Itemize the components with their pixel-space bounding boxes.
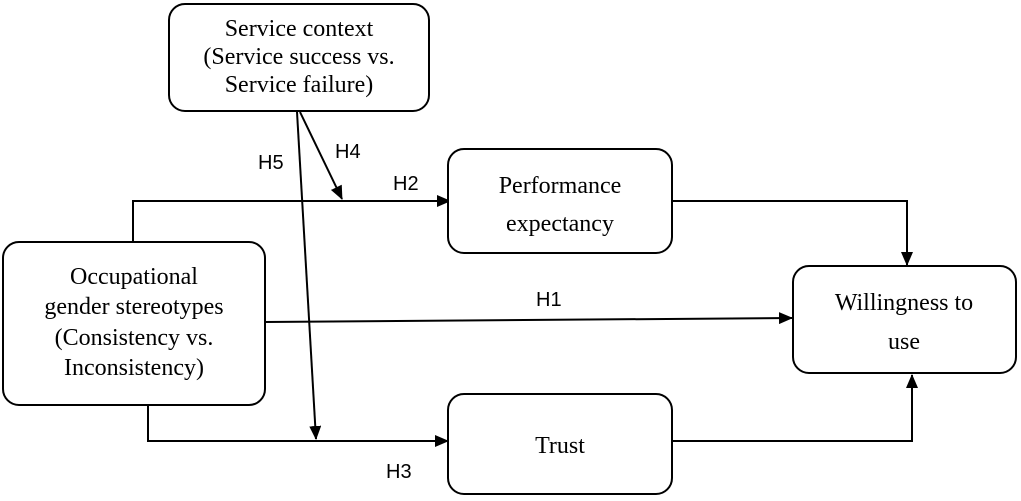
node-occupational-line-4: Inconsistency) xyxy=(64,355,204,381)
edge-trust-to-willingness xyxy=(672,374,918,442)
node-occupational-line-3: (Consistency vs. xyxy=(55,325,214,351)
edge-h3 xyxy=(147,405,449,447)
node-service-context-line-2: (Service success vs. xyxy=(203,44,394,70)
node-trust-line-1: Trust xyxy=(535,433,585,459)
node-performance-line-2: expectancy xyxy=(506,211,614,237)
edge-performance-to-willingness xyxy=(672,200,913,266)
edge-label-h5: H5 xyxy=(258,152,284,174)
edge-label-h1: H1 xyxy=(536,289,562,311)
edge-h4 xyxy=(299,111,343,200)
node-occupational-gender-stereotypes: Occupational gender stereotypes (Consist… xyxy=(2,241,266,406)
node-performance-expectancy: Performance expectancy xyxy=(447,148,673,254)
node-willingness-to-use: Willingness to use xyxy=(792,265,1017,374)
edge-label-h3: H3 xyxy=(386,461,412,483)
edge-label-h2: H2 xyxy=(393,173,419,195)
node-service-context: Service context (Service success vs. Ser… xyxy=(168,3,430,112)
edge-h2 xyxy=(132,195,451,242)
edge-h5 xyxy=(296,111,322,440)
edge-h1 xyxy=(264,312,793,325)
node-willingness-line-1: Willingness to xyxy=(835,290,973,316)
node-service-context-line-1: Service context xyxy=(225,16,374,42)
node-trust: Trust xyxy=(447,393,673,495)
node-performance-line-1: Performance xyxy=(499,173,622,199)
node-willingness-line-2: use xyxy=(888,329,920,355)
node-occupational-line-1: Occupational xyxy=(70,264,198,290)
node-occupational-line-2: gender stereotypes xyxy=(44,294,223,320)
edge-label-h4: H4 xyxy=(335,141,361,163)
node-service-context-line-3: Service failure) xyxy=(225,72,374,98)
